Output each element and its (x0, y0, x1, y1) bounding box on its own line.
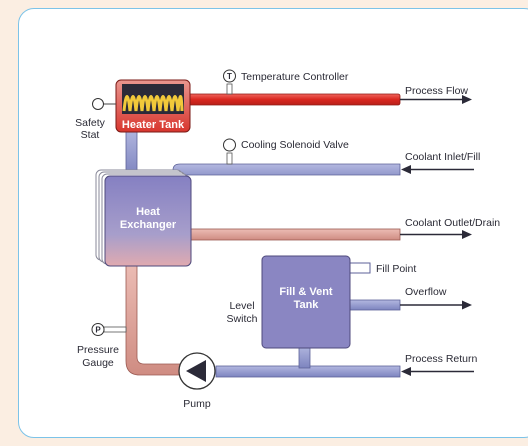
arrow-left-icon (401, 165, 411, 174)
fill-vent-tank-label-line1: Fill & Vent (279, 286, 333, 298)
pump-label: Pump (183, 398, 211, 410)
coolant-inlet-pipe (172, 163, 401, 183)
process-return-label: Process Return (405, 353, 478, 365)
arrow-left-icon (401, 367, 411, 376)
arrow-right-icon (462, 300, 472, 310)
arrow-right-icon (462, 95, 472, 104)
overflow-pipe (349, 299, 401, 311)
safety-stat-label-line1: Safety (75, 117, 106, 129)
level-switch-label-line2: Switch (227, 313, 258, 325)
safety-stat-label-line2: Stat (81, 129, 100, 141)
sensor-icon (223, 138, 236, 152)
coil-icon (122, 95, 184, 112)
process-flow-label: Process Flow (405, 85, 468, 97)
arrow-right-icon (462, 230, 472, 239)
pressure-gauge-label-line1: Pressure (77, 344, 119, 356)
fill-point-stub (349, 262, 371, 274)
fill-vent-tank (261, 255, 351, 349)
coolant-outlet-label: Coolant Outlet/Drain (405, 217, 500, 229)
sensor-icon (92, 98, 104, 110)
overflow-label: Overflow (405, 286, 447, 298)
temperature-controller-stem (226, 83, 233, 95)
temperature-symbol: T (227, 72, 232, 81)
heater-tank-label: Heater Tank (122, 119, 185, 131)
pressure-gauge-label-line2: Gauge (82, 357, 114, 369)
level-switch-label-line1: Level (229, 300, 254, 312)
pressure-symbol: P (95, 326, 101, 335)
fill-vent-tank-label-line2: Tank (294, 299, 320, 311)
pressure-gauge-stem (103, 326, 127, 333)
solenoid-valve-stem (226, 152, 233, 165)
process-flow-pipe (187, 93, 401, 106)
coolant-inlet-label: Coolant Inlet/Fill (405, 151, 480, 163)
cooling-solenoid-valve-label: Cooling Solenoid Valve (241, 139, 349, 151)
heat-exchanger-label-line2: Exchanger (120, 219, 177, 231)
temperature-controller-label: Temperature Controller (241, 71, 349, 83)
heat-exchanger-label-line1: Heat (136, 206, 160, 218)
heater-to-exchanger-pipe (125, 127, 138, 177)
fill-point-label: Fill Point (376, 263, 416, 275)
heat-exchanger (104, 175, 192, 267)
pump-triangle-icon (186, 360, 206, 382)
coolant-outlet-pipe (189, 228, 401, 241)
return-to-pump-pipe (125, 261, 181, 376)
gauge-icon (91, 323, 105, 336)
gauge-icon (223, 69, 236, 83)
